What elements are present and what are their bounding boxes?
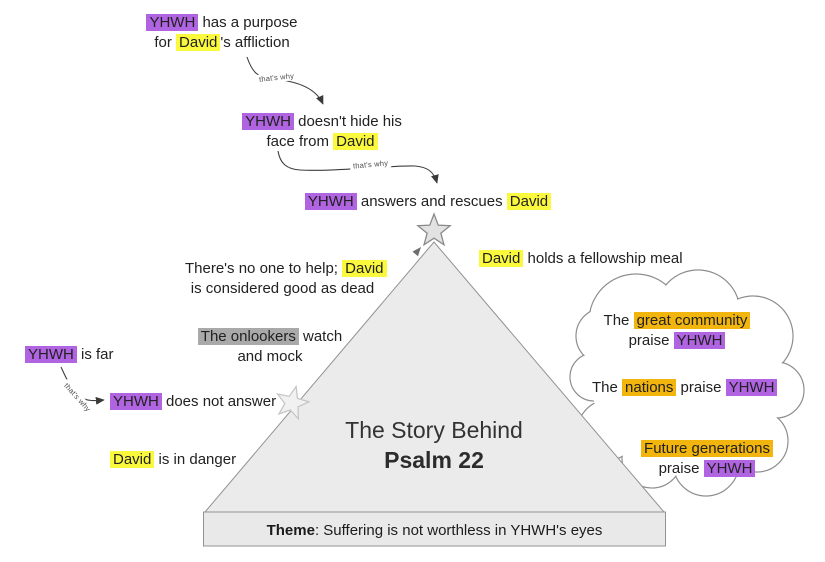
node-line: praise YHWH [627,459,787,479]
node-text: praise [628,331,674,349]
node-line: praise YHWH [597,331,757,351]
highlight-onlookers: The onlookers [197,328,299,345]
node-text: praise [676,379,726,396]
node-onlookers-mock: The onlookers watch and mock [195,327,345,366]
node-future-generations-praise: Future generations praise YHWH [627,439,787,478]
node-line: YHWH has a purpose [142,13,302,33]
node-text: answers and rescues [356,193,507,210]
node-line: The onlookers watch [195,327,345,347]
node-community-praise: The great community praise YHWH [597,311,757,350]
node-text: face from [266,132,334,150]
node-line: and mock [195,347,345,367]
theme-base-bar [203,511,666,547]
node-line: YHWH doesn't hide his [242,112,402,132]
title-line-2: Psalm 22 [384,447,484,473]
highlight-david: David [479,250,524,267]
node-line: There's no one to help; David [185,259,387,279]
node-text: watch [298,328,343,345]
highlight-yhwh: YHWH [703,459,756,477]
title-line-1: The Story Behind [345,417,523,443]
node-text: for [154,33,177,51]
highlight-david: David [506,193,552,210]
node-yhwh-is-far: YHWH is far [25,345,114,365]
theme-label: Theme [266,522,315,539]
node-line: is considered good as dead [185,279,380,299]
highlight-yhwh: YHWH [110,393,162,410]
slope-star-icon [276,384,311,421]
slope-arrowhead-icon [412,247,421,257]
node-nations-praise: The nations praise YHWH [592,378,778,398]
node-yhwh-rescues: YHWH answers and rescues David [288,192,568,212]
highlight-yhwh: YHWH [146,14,199,31]
highlight-david: David [333,132,378,150]
node-david-in-danger: David is in danger [110,450,236,470]
node-fellowship-meal: David holds a fellowship meal [479,249,683,269]
node-line: Future generations [627,439,787,459]
node-text: holds a fellowship meal [523,250,683,267]
node-text: and mock [237,347,303,365]
node-yhwh-no-answer: YHWH does not answer [110,392,276,412]
summit-star-icon [416,212,452,247]
theme-statement: Theme: Suffering is not worthless in YHW… [203,522,666,539]
node-line: for David's affliction [142,33,302,53]
highlight-david: David [342,260,387,277]
highlight-yhwh: YHWH [304,193,357,210]
node-text: is considered good as dead [190,279,375,297]
highlight-david: David [176,33,221,51]
node-text: praise [658,459,704,477]
highlight-david: David [110,451,155,468]
highlight-yhwh: YHWH [25,346,77,363]
highlight-nations: nations [622,379,677,396]
diagram-title: The Story Behind Psalm 22 [334,415,534,475]
node-text: 's affliction [220,33,290,51]
node-yhwh-purpose: YHWH has a purpose for David's afflictio… [142,13,302,52]
node-text: has a purpose [198,14,298,31]
highlight-yhwh: YHWH [242,113,294,130]
node-no-one-to-help: There's no one to help; David is conside… [185,259,387,299]
node-text: doesn't hide his [293,113,402,130]
node-yhwh-doesnt-hide: YHWH doesn't hide his face from David [242,112,402,151]
highlight-yhwh: YHWH [725,379,778,396]
node-line: face from David [242,132,402,152]
node-text: There's no one to help; [185,260,343,277]
node-text: is far [76,346,114,363]
highlight-yhwh: YHWH [673,331,726,349]
node-text: does not answer [161,393,277,410]
node-line: The great community [597,311,757,331]
highlight-great-community: great community [633,312,751,329]
highlight-future-generations: Future generations [641,440,773,457]
node-text: The [592,379,623,396]
node-text: The [603,312,634,329]
node-text: is in danger [154,451,237,468]
theme-body: : Suffering is not worthless in YHWH's e… [314,522,603,539]
